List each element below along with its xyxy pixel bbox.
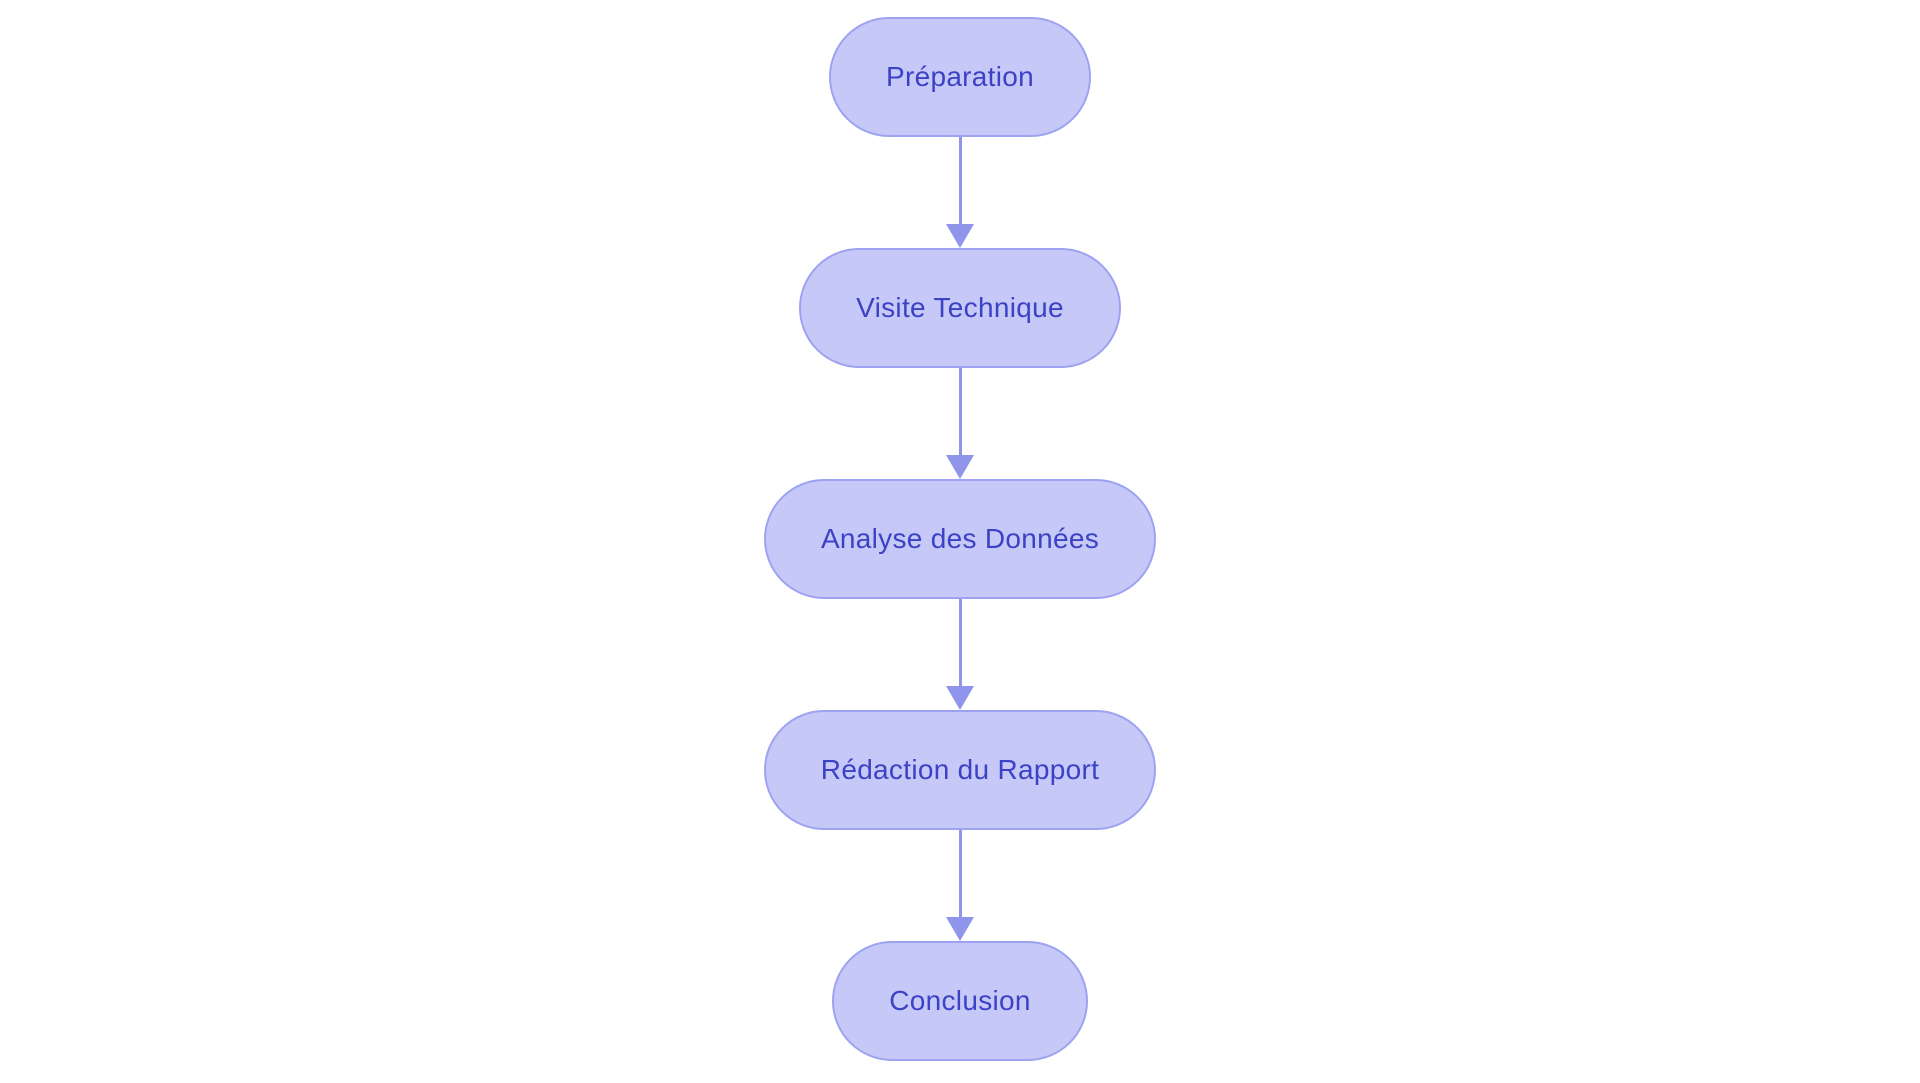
flow-arrow-2 [946, 368, 974, 479]
node-label-conclusion: Conclusion [889, 985, 1031, 1016]
flow-arrow-4 [946, 830, 974, 941]
flow-node-conclusion: Conclusion [832, 941, 1088, 1061]
arrow-head-icon [946, 455, 974, 479]
node-label-visite-technique: Visite Technique [856, 292, 1064, 323]
arrow-line [958, 137, 962, 224]
node-label-preparation: Préparation [885, 61, 1035, 92]
node-label-analyse-des-donnees: Analyse des Données [820, 523, 1100, 554]
flow-node-analyse-des-donnees: Analyse des Données [763, 479, 1157, 599]
flow-node-visite-technique: Visite Technique [799, 248, 1121, 368]
flow-node-redaction-du-rapport: Rédaction du Rapport [763, 710, 1157, 830]
flow-arrow-3 [946, 599, 974, 710]
arrow-line [958, 368, 962, 455]
flow-node-preparation: Préparation [828, 17, 1092, 137]
node-label-redaction-du-rapport: Rédaction du Rapport [820, 754, 1100, 785]
arrow-line [958, 599, 962, 686]
flow-arrow-1 [946, 137, 974, 248]
flowchart: Préparation Visite Technique Analyse des… [0, 17, 1920, 1061]
arrow-head-icon [946, 224, 974, 248]
arrow-line [958, 830, 962, 917]
arrow-head-icon [946, 686, 974, 710]
arrow-head-icon [946, 917, 974, 941]
